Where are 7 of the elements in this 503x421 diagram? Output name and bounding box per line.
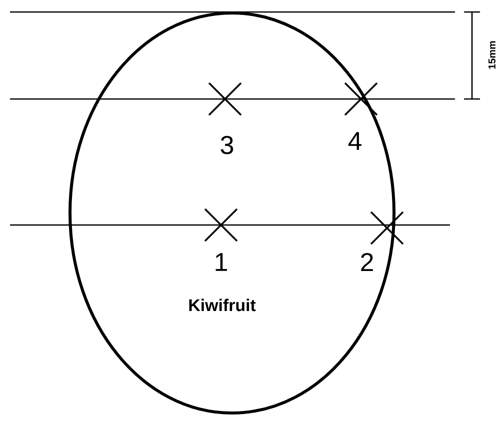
kiwifruit-label: Kiwifruit — [189, 298, 256, 312]
point-number: 2 — [361, 252, 373, 272]
point-number: 4 — [348, 132, 362, 150]
point-number: 3 — [220, 136, 234, 154]
dimension-label: 15mm — [488, 41, 496, 69]
kiwifruit-outline — [68, 12, 396, 414]
point-number: 1 — [216, 253, 227, 271]
